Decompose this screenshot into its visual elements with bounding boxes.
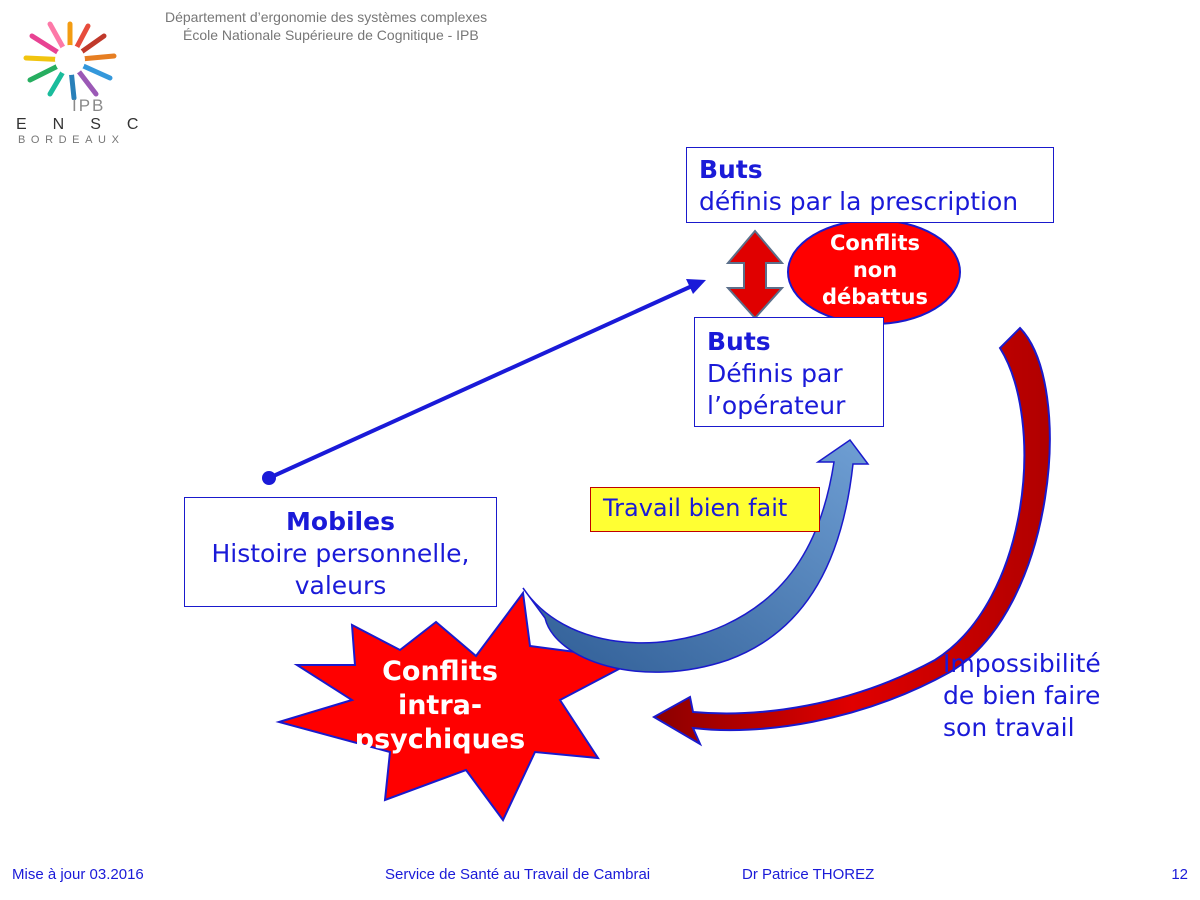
- impossibility-line1: Impossibilité: [943, 649, 1101, 678]
- goals-operator-line1: Définis par: [707, 359, 843, 388]
- work-well-curved-arrow: [522, 438, 870, 673]
- impossibility-line3: son travail: [943, 713, 1075, 742]
- motives-line1: Histoire personnelle,: [211, 539, 470, 568]
- footer-page-number: 12: [1171, 866, 1188, 883]
- conflict-intrapsychic-label: Conflits intra- psychiques: [340, 655, 540, 757]
- conflict-intrapsychic-line1: Conflits: [382, 656, 498, 687]
- goals-prescribed-title: Buts: [699, 155, 763, 184]
- conflict-undebated-line3: débattus: [821, 285, 928, 309]
- goals-operator-title: Buts: [707, 327, 771, 356]
- goals-operator-box: Buts Définis par l’opérateur: [694, 317, 884, 427]
- footer-service: Service de Santé au Travail de Cambrai: [385, 866, 651, 883]
- goals-conflict-double-arrow: [725, 229, 785, 320]
- motives-title: Mobiles: [286, 507, 395, 536]
- goals-operator-line2: l’opérateur: [707, 391, 846, 420]
- conflict-undebated-line1: Conflits: [829, 231, 921, 255]
- impossibility-label: Impossibilité de bien faire son travail: [943, 648, 1101, 744]
- footer-author: Dr Patrice THOREZ: [742, 866, 875, 883]
- conflict-intrapsychic-star: [275, 590, 640, 822]
- conflict-undebated-label: Conflits non débattus: [792, 230, 958, 311]
- goals-prescribed-box: Buts définis par la prescription: [686, 147, 1054, 223]
- logo-bordeaux-text: BORDEAUX: [18, 134, 125, 146]
- logo-ipb-text: IPB: [72, 96, 106, 115]
- department-name: Département d’ergonomie des systèmes com…: [165, 9, 488, 25]
- motives-to-goals-arrow: [262, 279, 706, 485]
- motives-box: Mobiles Histoire personnelle, valeurs: [184, 497, 497, 607]
- motives-line2: valeurs: [294, 571, 387, 600]
- impossibility-curved-arrow: [651, 326, 1051, 747]
- conflict-intrapsychic-line3: psychiques: [354, 724, 526, 755]
- conflict-intrapsychic-line2: intra-: [397, 690, 483, 721]
- goals-prescribed-text: définis par la prescription: [699, 187, 1019, 216]
- work-well-label: Travail bien fait: [590, 487, 820, 532]
- conflict-undebated-line2: non: [852, 258, 898, 282]
- logo-ensc-text: ENSC: [16, 116, 165, 133]
- footer-updated: Mise à jour 03.2016: [12, 866, 144, 883]
- impossibility-line2: de bien faire: [943, 681, 1101, 710]
- header-text: Département d’ergonomie des systèmes com…: [165, 8, 487, 44]
- school-name: École Nationale Supérieure de Cognitique…: [183, 27, 479, 43]
- ipb-logo-starburst: [23, 21, 117, 100]
